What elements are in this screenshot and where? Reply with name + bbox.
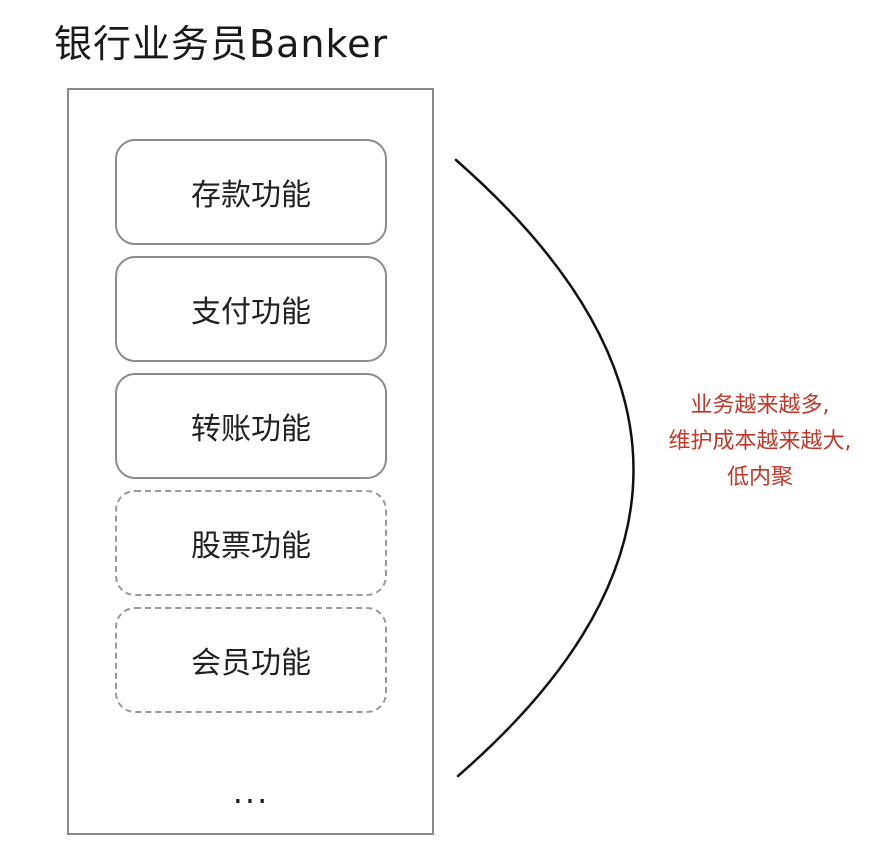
annotation-line-1: 业务越来越多,	[690, 393, 830, 418]
annotation-line-2: 维护成本越来越大,	[668, 429, 852, 454]
annotation-line-3: 低内聚	[726, 465, 793, 490]
brace-curve-path	[454, 158, 635, 778]
function-label-membership: 会员功能	[191, 646, 311, 681]
function-box-transfer: 转账功能	[115, 373, 387, 479]
function-label-payment: 支付功能	[191, 295, 311, 330]
diagram-title: 银行业务员Banker	[54, 22, 389, 66]
annotation-text: 业务越来越多, 维护成本越来越大, 低内聚	[640, 388, 880, 496]
function-box-deposit: 存款功能	[115, 139, 387, 245]
function-box-stock: 股票功能	[115, 490, 387, 596]
function-label-transfer: 转账功能	[191, 412, 311, 447]
more-functions-ellipsis: ...	[232, 773, 270, 811]
function-box-payment: 支付功能	[115, 256, 387, 362]
function-box-membership: 会员功能	[115, 607, 387, 713]
function-label-stock: 股票功能	[191, 529, 311, 564]
function-label-deposit: 存款功能	[191, 178, 311, 213]
